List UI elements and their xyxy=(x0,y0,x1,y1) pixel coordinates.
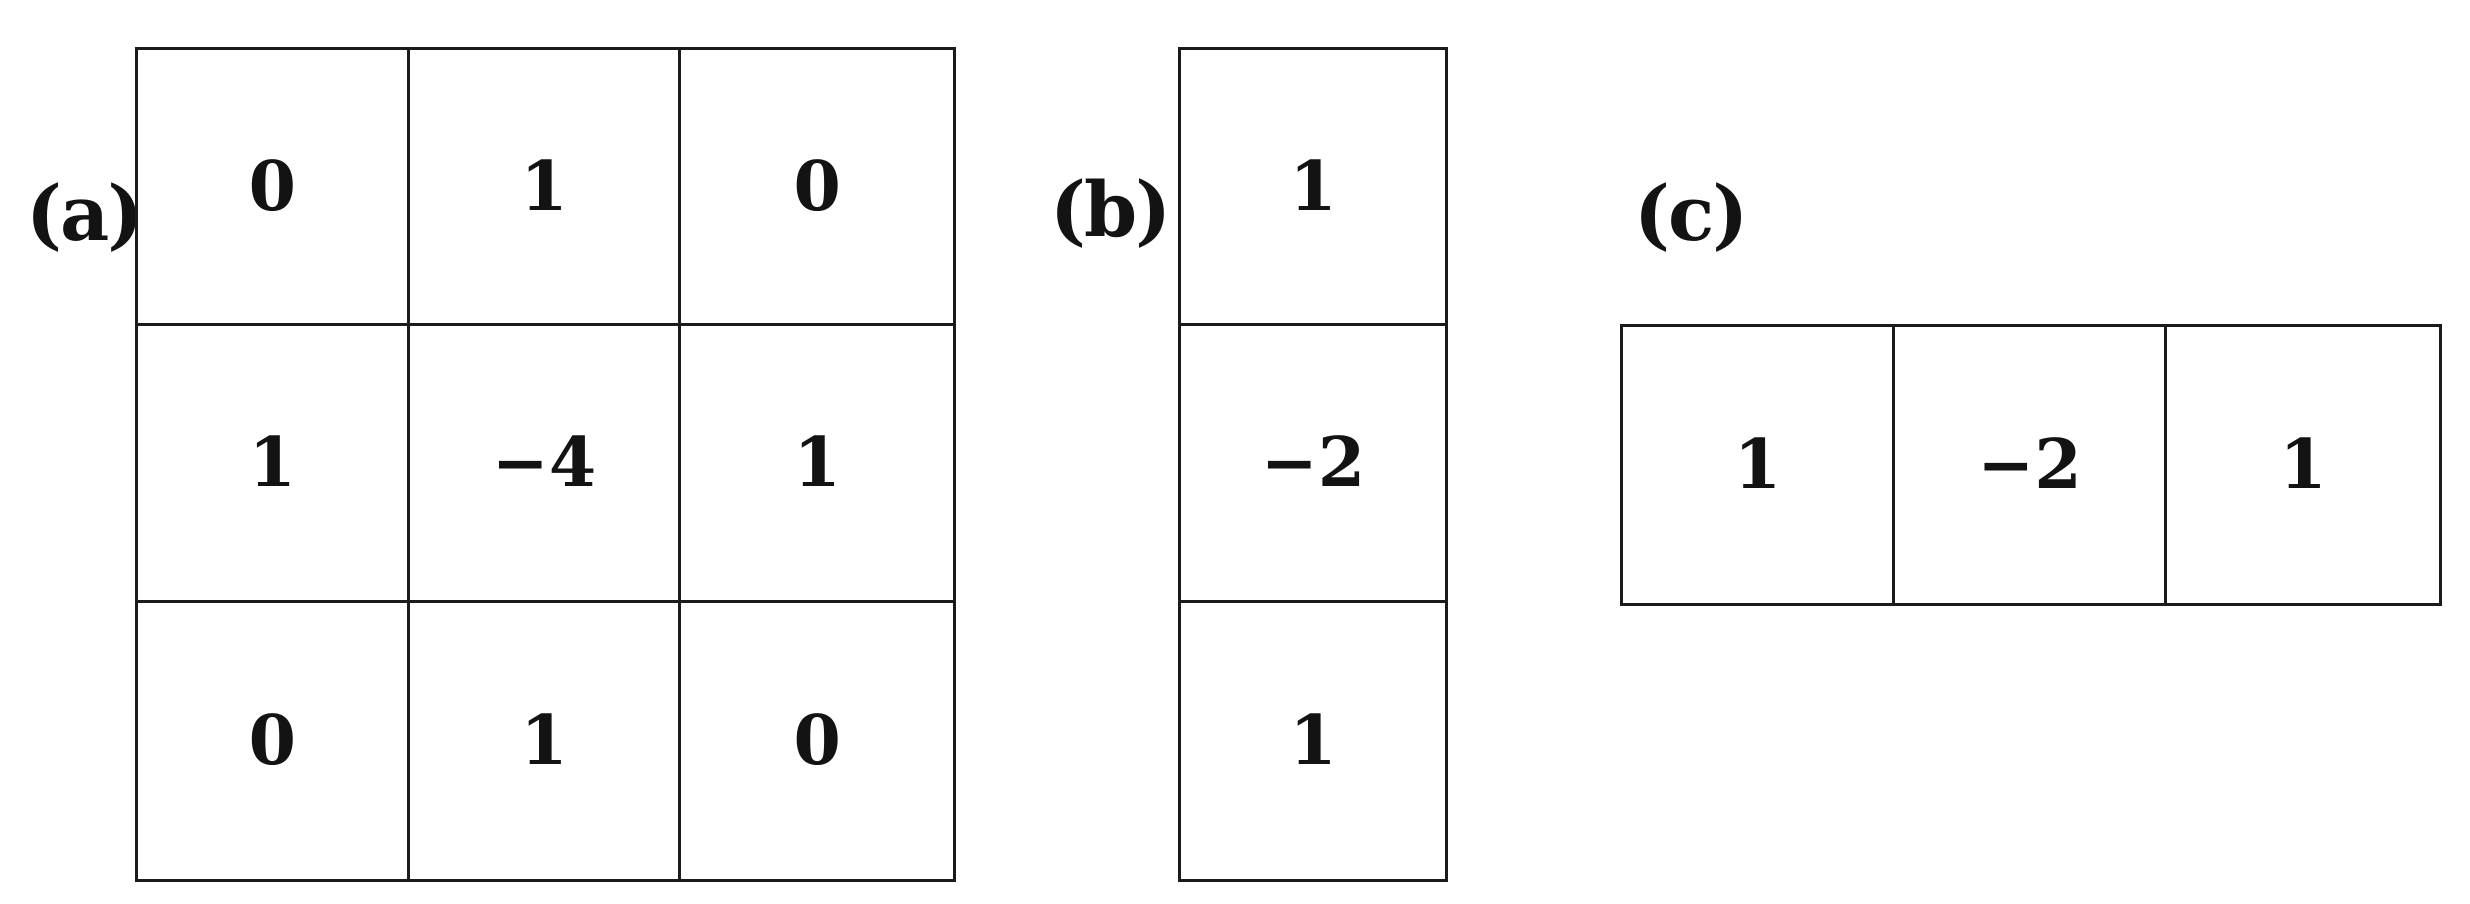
kernel-b-cell: 1 xyxy=(1181,50,1445,327)
kernel-grid-b: 1 −2 1 xyxy=(1178,47,1448,882)
kernel-a-cell: 1 xyxy=(409,50,682,327)
kernel-grid-c: 1 −2 1 xyxy=(1620,324,2442,606)
kernel-a-cell: 1 xyxy=(410,602,682,879)
panel-label-c: (c) xyxy=(1634,169,1748,258)
kernel-c-cell: 1 xyxy=(2279,425,2327,505)
kernel-b-cell: −2 xyxy=(1181,326,1445,603)
kernel-b-cell: 1 xyxy=(1289,700,1337,781)
kernel-a-cell: 1 xyxy=(138,326,410,603)
kernel-c-cell: −2 xyxy=(1895,327,2167,603)
panel-label-b: (b) xyxy=(1050,165,1171,254)
kernel-c-cell: 1 xyxy=(1623,327,1895,603)
kernel-a-cell: 0 xyxy=(793,700,841,781)
kernel-a-cell: −4 xyxy=(409,326,682,603)
kernel-a-cell: 1 xyxy=(681,326,953,603)
panel-label-a: (a) xyxy=(26,169,143,258)
kernel-a-cell: 0 xyxy=(138,50,410,327)
kernel-a-cell: 0 xyxy=(138,602,410,879)
kernel-grid-a: 0 1 0 1 −4 1 0 1 0 xyxy=(135,47,956,882)
kernel-a-cell: 0 xyxy=(681,50,953,327)
